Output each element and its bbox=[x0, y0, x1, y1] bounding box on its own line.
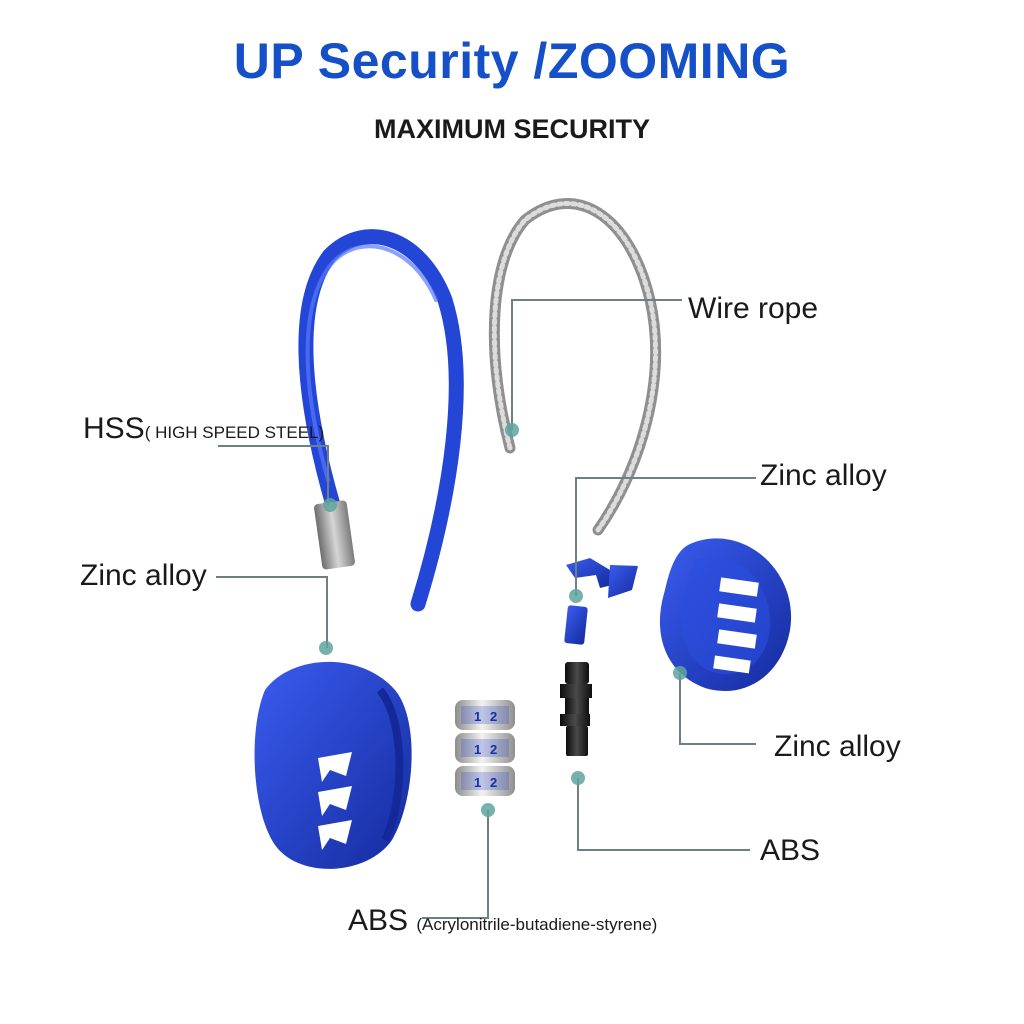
abs-dial-label: ABS (Acrylonitrile-butadiene-styrene) bbox=[348, 904, 657, 938]
abs-cylinder bbox=[560, 662, 592, 756]
dial-2-digit-b: 2 bbox=[490, 742, 497, 757]
dial-3-digit-b: 2 bbox=[490, 775, 497, 790]
abs-dial-label-note: (Acrylonitrile-butadiene-styrene) bbox=[416, 915, 658, 934]
zinc-left-dot bbox=[319, 641, 333, 655]
abs-dial-label-main: ABS bbox=[348, 904, 409, 937]
shackle-steel-tip bbox=[314, 500, 355, 570]
left-housing bbox=[254, 661, 412, 869]
dial-2-digit-a: 1 bbox=[474, 742, 481, 757]
abs-cylinder-label: ABS bbox=[760, 834, 821, 867]
zinc-right-dot bbox=[673, 666, 687, 680]
hss-dot bbox=[323, 498, 337, 512]
dial-1-digit-b: 2 bbox=[490, 709, 497, 724]
zinc-clip-dot bbox=[569, 589, 583, 603]
blue-shackle-highlight bbox=[305, 244, 438, 482]
dial-1-digit-a: 1 bbox=[474, 709, 481, 724]
right-housing bbox=[659, 538, 792, 691]
zinc-alloy-left-label: Zinc alloy bbox=[80, 559, 207, 592]
zinc-alloy-clip bbox=[564, 558, 638, 645]
wire-rope bbox=[488, 198, 661, 536]
zinc-alloy-clip-label: Zinc alloy bbox=[760, 459, 887, 492]
dial-3-digit-a: 1 bbox=[474, 775, 481, 790]
zinc-alloy-right-label: Zinc alloy bbox=[774, 730, 901, 763]
page-subtitle: MAXIMUM SECURITY bbox=[374, 114, 650, 144]
abs-dial-dot bbox=[481, 803, 495, 817]
wire-rope-label: Wire rope bbox=[688, 292, 819, 325]
combination-dials: 1 2 1 2 1 2 bbox=[455, 700, 515, 796]
wire-rope-dot bbox=[505, 423, 519, 437]
page-title: UP Security /ZOOMING bbox=[233, 33, 791, 89]
hss-label-note: ( HIGH SPEED STEEL) bbox=[144, 423, 325, 442]
hss-label-main: HSS bbox=[83, 412, 145, 445]
leader-dots bbox=[319, 423, 687, 817]
hss-label: HSS( HIGH SPEED STEEL) bbox=[83, 412, 324, 446]
abs-cylinder-dot bbox=[571, 771, 585, 785]
leader-lines bbox=[216, 299, 756, 919]
